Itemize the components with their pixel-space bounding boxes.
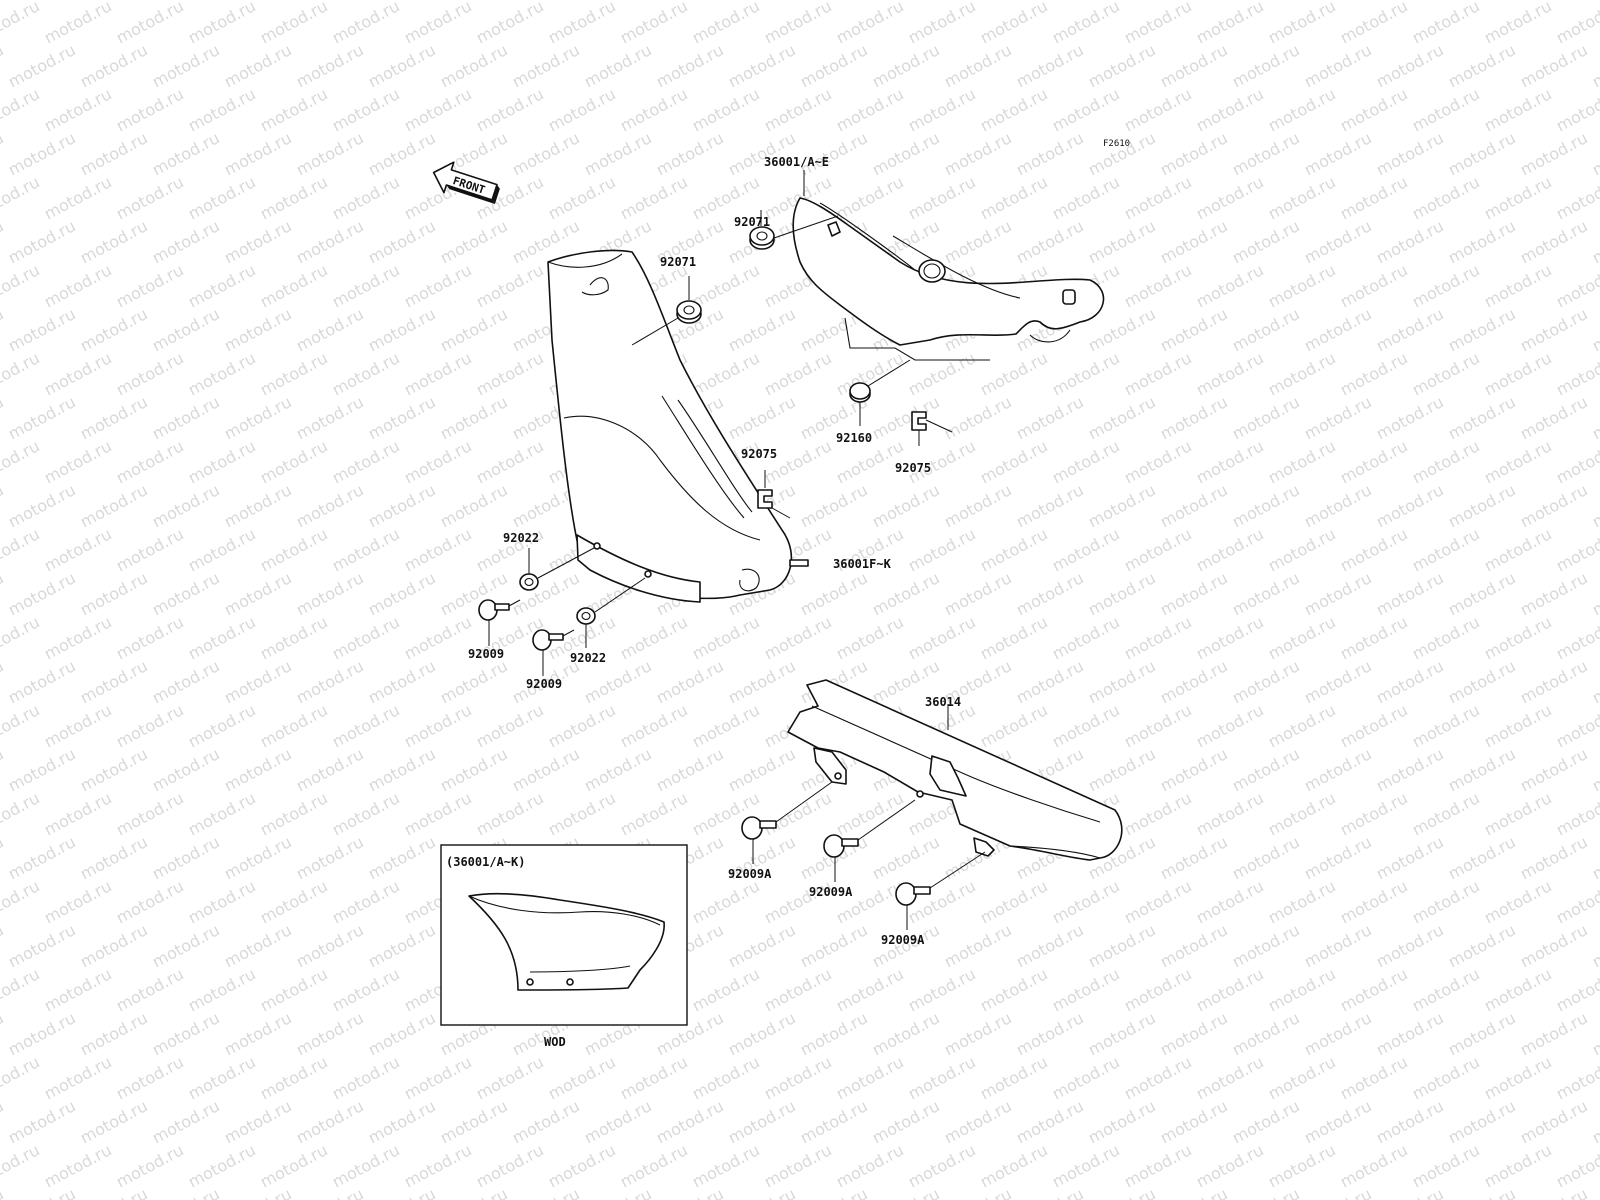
callout-92160: 92160: [836, 431, 872, 445]
inset-box: [440, 844, 688, 1026]
bolt-92009-right: [532, 629, 575, 676]
figure-code: F2610: [1103, 139, 1130, 149]
callout-92009-left: 92009: [468, 647, 504, 661]
clip-right: [911, 411, 953, 446]
right-side-cover: [792, 197, 1105, 361]
callout-36014: 36014: [925, 695, 961, 709]
callout-92009a-1: 92009A: [728, 867, 772, 881]
callout-92009a-3: 92009A: [881, 933, 925, 947]
callout-92075-right: 92075: [895, 461, 931, 475]
callout-92022-lower: 92022: [570, 651, 606, 665]
chain-cover: [787, 679, 1123, 861]
bolt-92009-left: [478, 599, 521, 646]
front-arrow-icon: FRONT: [432, 161, 500, 204]
grommet-92160: [849, 359, 911, 426]
left-side-cover: [547, 249, 809, 603]
callout-92075-left: 92075: [741, 447, 777, 461]
callout-36001f-k: 36001F~K: [833, 557, 892, 571]
callout-92071-right: 92071: [734, 215, 770, 229]
inset-caption: WOD: [544, 1035, 566, 1049]
bolt-92009a-3: [895, 851, 986, 930]
callout-92022-upper: 92022: [503, 531, 539, 545]
washer-upper: [519, 547, 595, 591]
inset-title: (36001/A~K): [446, 855, 525, 869]
washer-lower: [576, 577, 646, 648]
grommet-right: [749, 210, 839, 250]
callout-92009-right: 92009: [526, 677, 562, 691]
callout-92071-left: 92071: [660, 255, 696, 269]
grommet-left: [631, 276, 702, 346]
bolt-92009a-1: [741, 781, 833, 864]
callout-36001-a-e: 36001/A~E: [764, 155, 829, 169]
clip-left: [757, 470, 791, 519]
bolt-92009a-2: [823, 799, 916, 882]
callout-92009a-2: 92009A: [809, 885, 853, 899]
